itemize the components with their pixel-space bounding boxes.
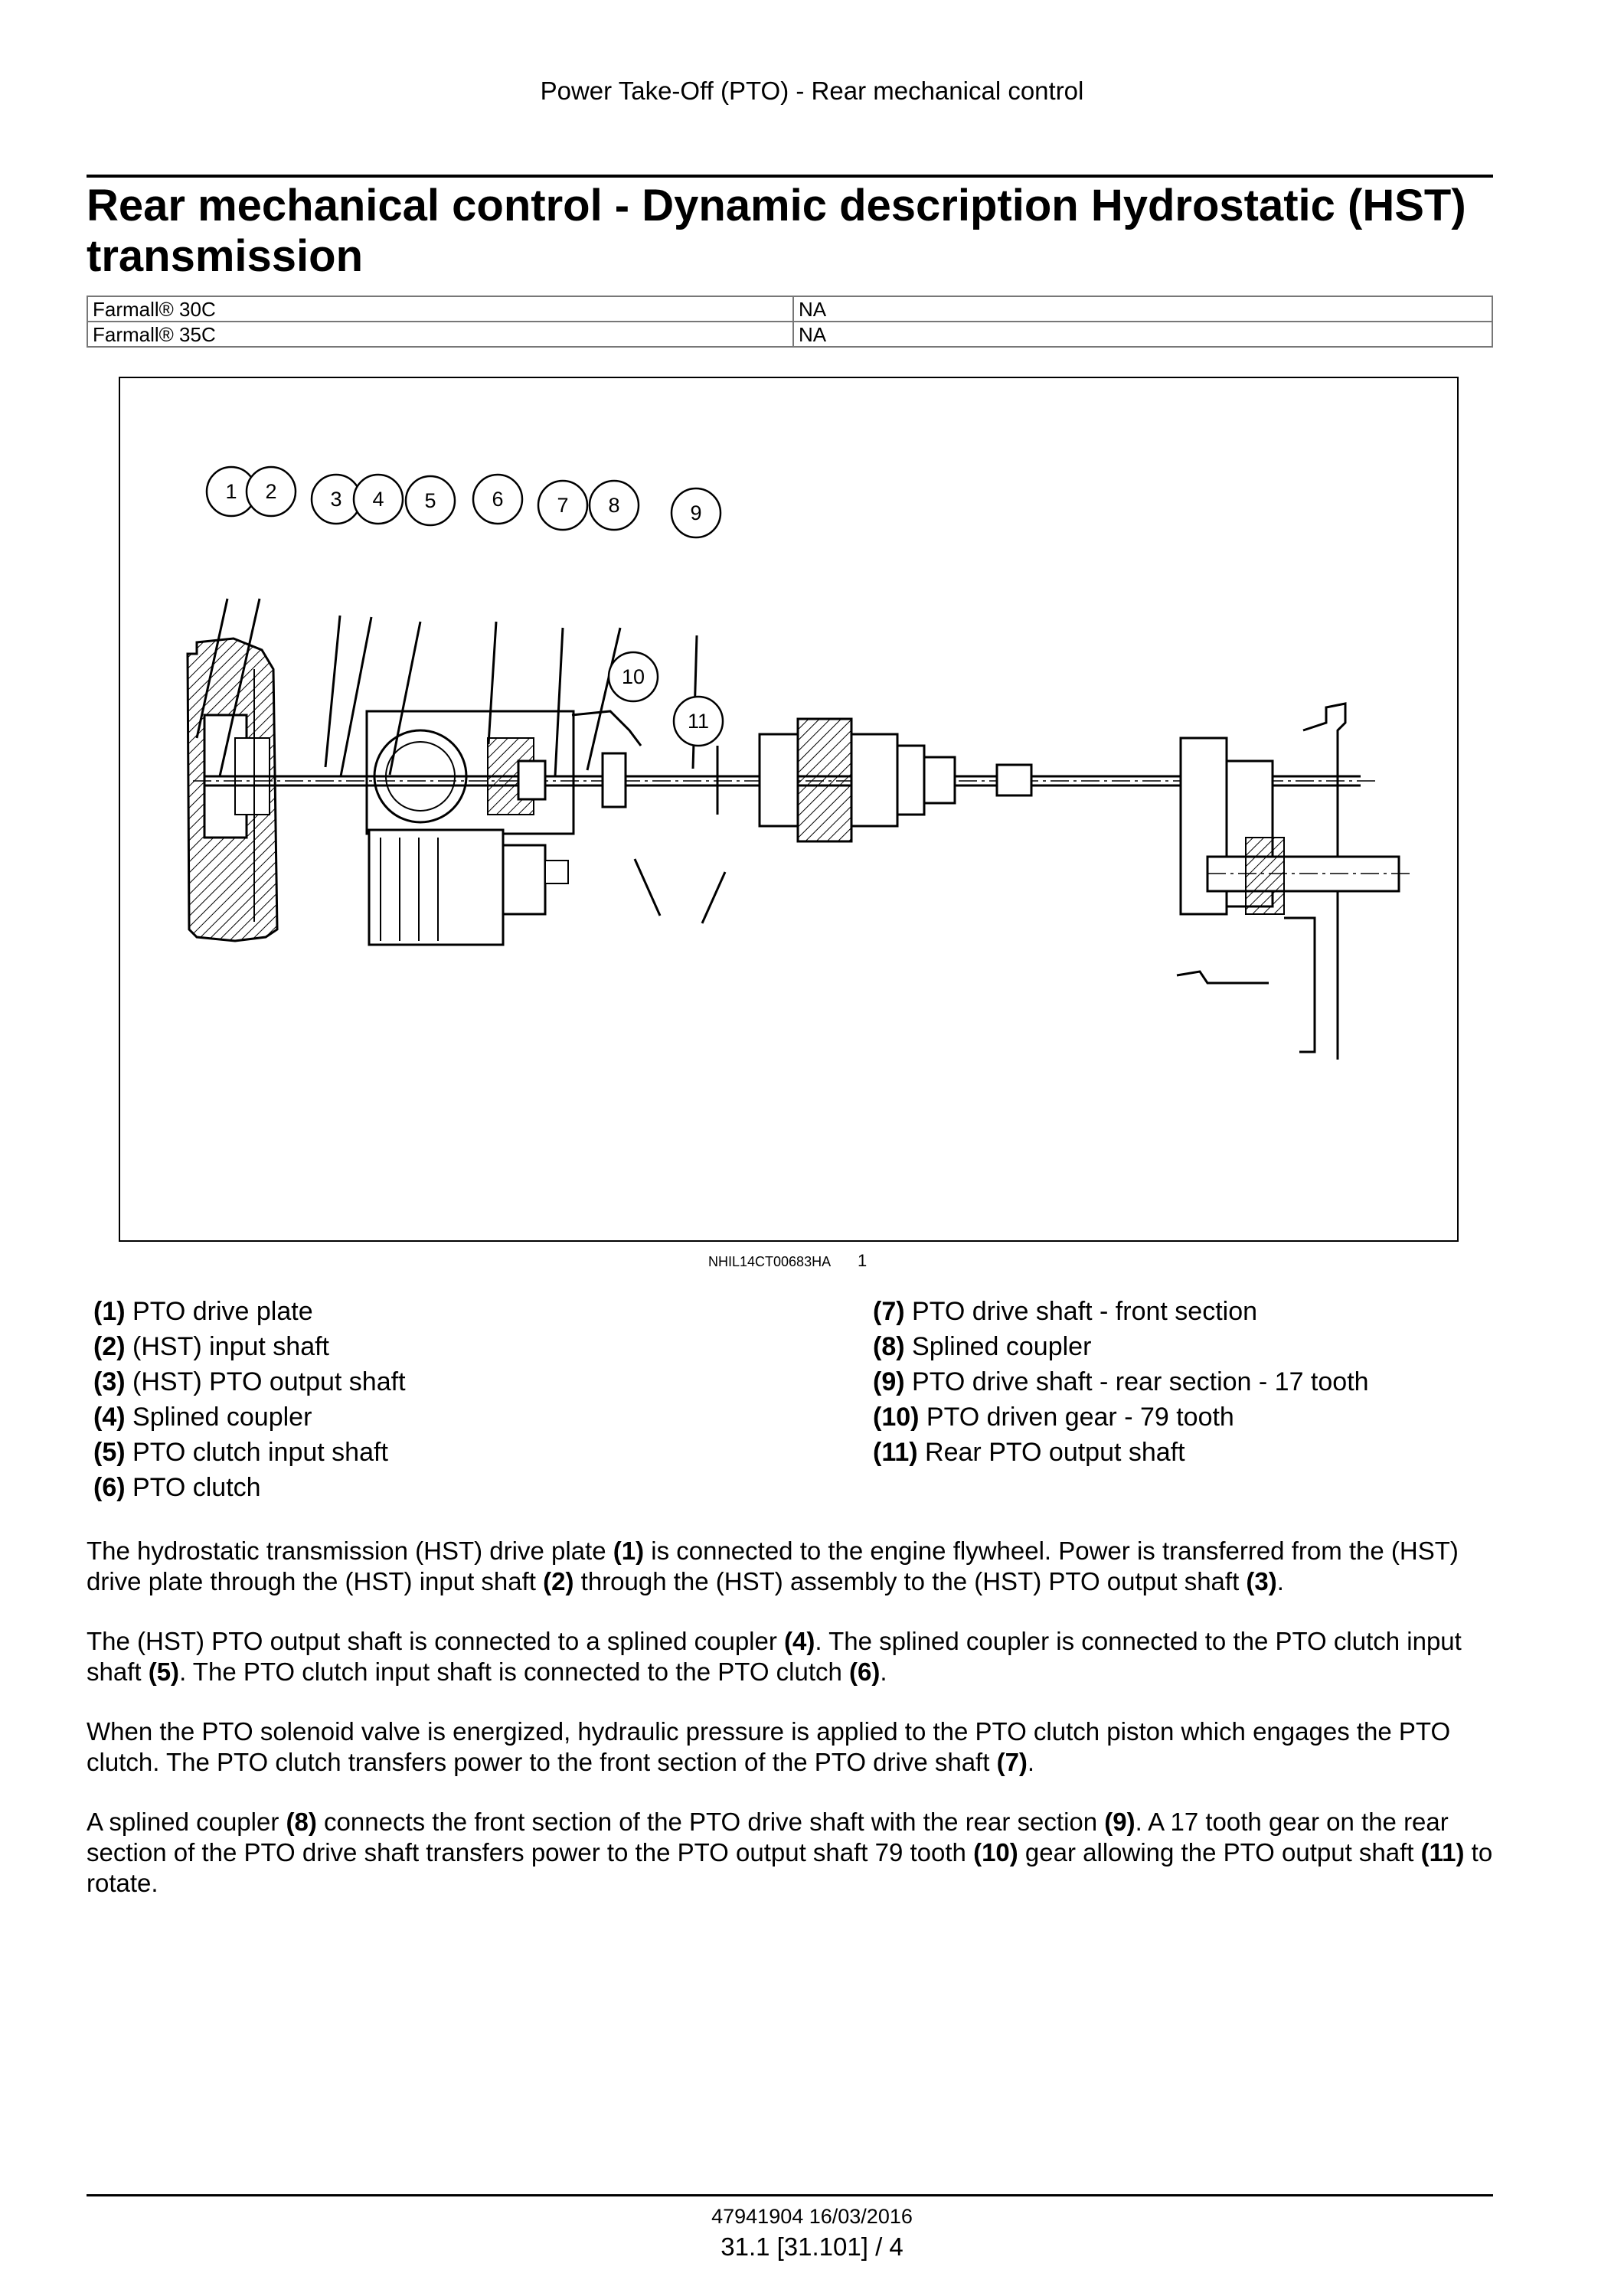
legend-number: (9): [873, 1367, 905, 1396]
svg-text:2: 2: [265, 480, 276, 503]
legend-text: PTO clutch: [132, 1473, 261, 1502]
legend-item: (6) PTO clutch: [93, 1470, 406, 1505]
svg-text:7: 7: [557, 494, 568, 517]
legend-text: Splined coupler: [912, 1332, 1092, 1361]
reference-number: (2): [543, 1567, 574, 1595]
reference-number: (10): [973, 1838, 1018, 1867]
callout-7: 7: [537, 479, 589, 531]
legend-text: Splined coupler: [132, 1403, 312, 1432]
callout-8: 8: [588, 479, 640, 531]
model-cell: Farmall® 35C: [87, 321, 794, 348]
header-divider: [87, 175, 1493, 178]
legend-item: (11) Rear PTO output shaft: [873, 1435, 1369, 1470]
svg-text:8: 8: [608, 494, 619, 517]
footer-document-reference: 47941904 16/03/2016: [711, 2205, 913, 2228]
table-row: Farmall® 35C NA: [87, 321, 1493, 348]
reference-number: (4): [784, 1627, 815, 1655]
legend-item: (5) PTO clutch input shaft: [93, 1435, 406, 1470]
figure-caption-code: NHIL14CT00683HA: [708, 1254, 832, 1269]
svg-text:4: 4: [372, 488, 384, 511]
legend-number: (10): [873, 1403, 920, 1432]
market-cell: NA: [792, 296, 1493, 322]
hst-unit: [365, 710, 642, 946]
legend-text: PTO clutch input shaft: [132, 1438, 388, 1467]
pto-driveline-diagram: 1 2 3 4 5 6 7 8 9 10 11: [186, 465, 1414, 1060]
svg-text:10: 10: [622, 665, 645, 688]
callout-5: 5: [404, 475, 456, 527]
reference-number: (1): [613, 1537, 645, 1565]
reference-number: (3): [1246, 1567, 1277, 1595]
legend-item: (2) (HST) input shaft: [93, 1329, 406, 1364]
legend-number: (7): [873, 1297, 905, 1326]
model-applicability-table: Farmall® 30C NA Farmall® 35C NA: [87, 296, 1493, 348]
figure-frame: 1 2 3 4 5 6 7 8 9 10 11: [119, 377, 1459, 1242]
legend-item: (4) Splined coupler: [93, 1399, 406, 1435]
legend-item: (10) PTO driven gear - 79 tooth: [873, 1399, 1369, 1435]
legend-number: (1): [93, 1297, 126, 1326]
svg-text:6: 6: [492, 488, 503, 511]
svg-text:5: 5: [424, 489, 436, 512]
figure-number: 1: [858, 1251, 868, 1270]
callout-9: 9: [670, 487, 722, 539]
reference-number: (7): [996, 1748, 1028, 1776]
legend-text: (HST) PTO output shaft: [132, 1367, 406, 1396]
legend-text: PTO driven gear - 79 tooth: [926, 1403, 1234, 1432]
legend-left-column: (1) PTO drive plate (2) (HST) input shaf…: [93, 1294, 406, 1505]
splined-coupler-rear: [995, 763, 1033, 797]
body-paragraph: The (HST) PTO output shaft is connected …: [87, 1627, 1462, 1686]
reference-number: (9): [1104, 1808, 1135, 1836]
body-paragraph: When the PTO solenoid valve is energized…: [87, 1717, 1451, 1776]
legend-item: (9) PTO drive shaft - rear section - 17 …: [873, 1364, 1369, 1399]
svg-text:9: 9: [690, 501, 701, 524]
footer-page-reference: 31.1 [31.101] / 4: [721, 2232, 903, 2261]
legend-number: (2): [93, 1332, 126, 1361]
running-header: Power Take-Off (PTO) - Rear mechanical c…: [540, 77, 1084, 105]
market-cell: NA: [792, 321, 1493, 348]
rear-housing: [1176, 702, 1414, 1060]
reference-number: (6): [849, 1657, 881, 1686]
body-paragraph: The hydrostatic transmission (HST) drive…: [87, 1537, 1459, 1595]
callout-4: 4: [352, 473, 404, 525]
reference-number: (5): [148, 1657, 180, 1686]
reference-number: (11): [1420, 1838, 1465, 1867]
flywheel-housing: [186, 637, 279, 942]
legend-text: PTO drive plate: [132, 1297, 313, 1326]
callout-11: 11: [672, 695, 724, 747]
legend-number: (8): [873, 1332, 905, 1361]
svg-text:1: 1: [225, 480, 237, 503]
page-title: Rear mechanical control - Dynamic descri…: [87, 181, 1466, 281]
legend-text: (HST) input shaft: [132, 1332, 329, 1361]
legend-item: (7) PTO drive shaft - front section: [873, 1294, 1369, 1329]
legend-item: (8) Splined coupler: [873, 1329, 1369, 1364]
legend-text: PTO drive shaft - front section: [912, 1297, 1258, 1326]
callout-10: 10: [607, 651, 659, 703]
legend-number: (11): [873, 1438, 918, 1467]
legend-number: (4): [93, 1403, 126, 1432]
table-row: Farmall® 30C NA: [87, 296, 1493, 322]
svg-text:11: 11: [688, 710, 709, 733]
reference-number: (8): [286, 1808, 317, 1836]
legend-number: (3): [93, 1367, 126, 1396]
legend-item: (1) PTO drive plate: [93, 1294, 406, 1329]
legend-number: (6): [93, 1473, 126, 1502]
legend-text: Rear PTO output shaft: [925, 1438, 1185, 1467]
pto-clutch: [716, 717, 956, 843]
legend-item: (3) (HST) PTO output shaft: [93, 1364, 406, 1399]
legend-right-column: (7) PTO drive shaft - front section (8) …: [873, 1294, 1369, 1470]
svg-text:3: 3: [330, 488, 341, 511]
callout-2: 2: [245, 465, 297, 518]
footer-divider: [87, 2194, 1493, 2196]
body-paragraph: A splined coupler (8) connects the front…: [87, 1808, 1493, 1897]
leader-lines: [195, 598, 727, 924]
model-cell: Farmall® 30C: [87, 296, 794, 322]
legend-text: PTO drive shaft - rear section - 17 toot…: [912, 1367, 1369, 1396]
callout-6: 6: [472, 473, 524, 525]
legend-number: (5): [93, 1438, 126, 1467]
